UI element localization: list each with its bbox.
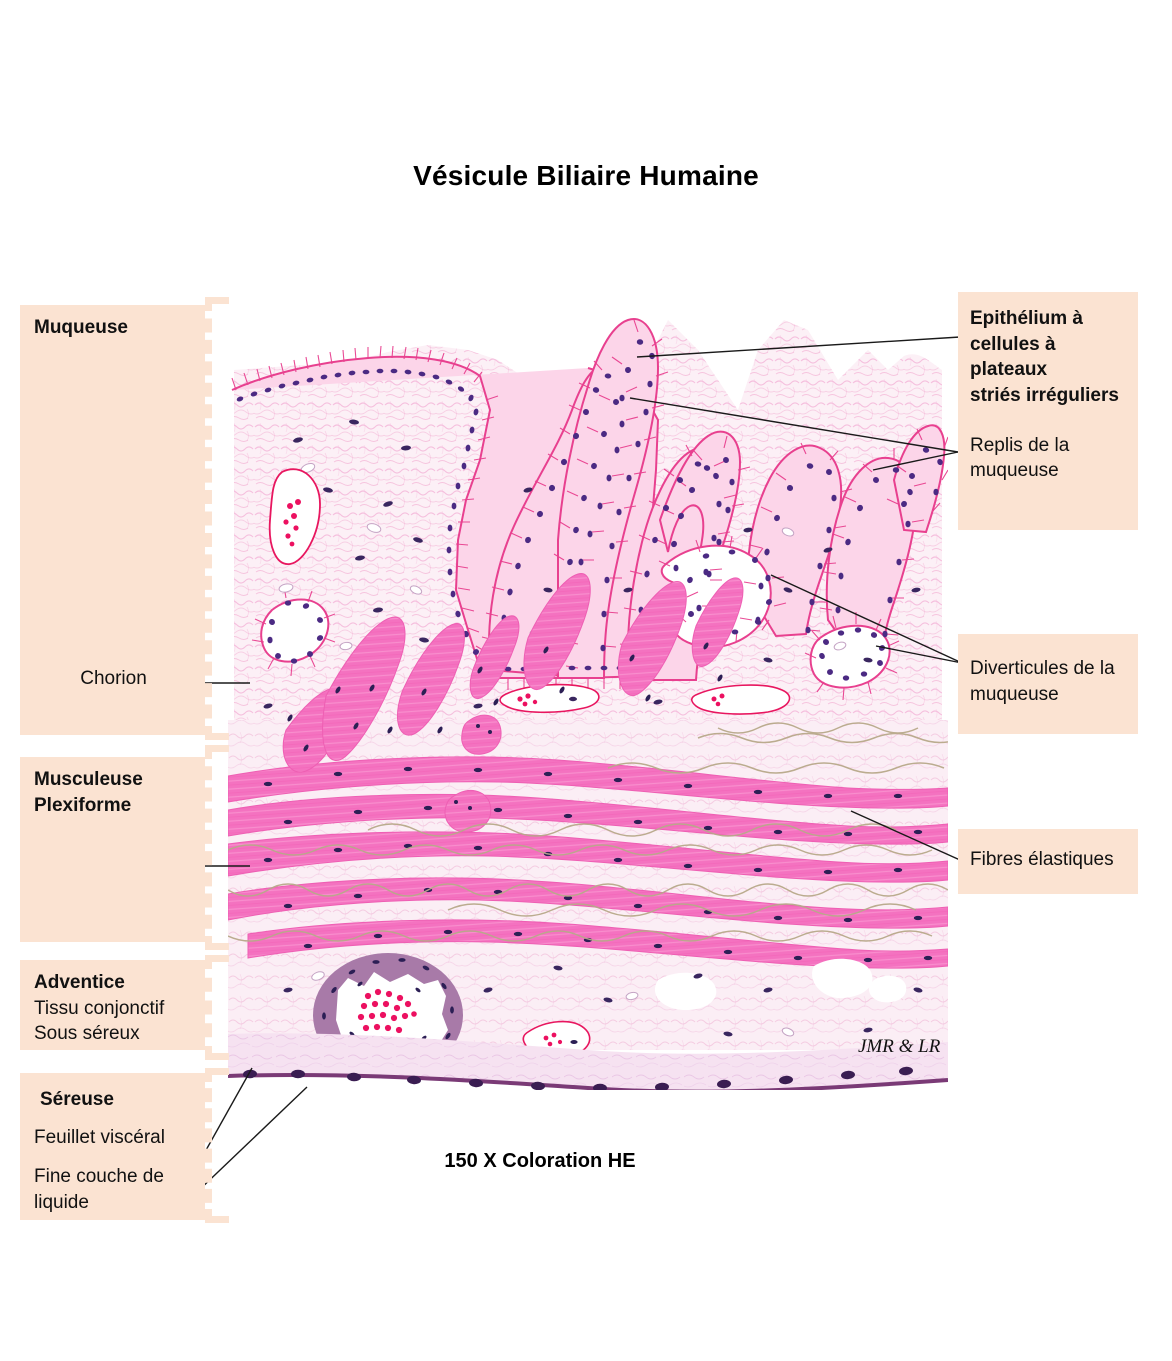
chorion-vessel-elongated	[499, 683, 600, 714]
bracket-muqueuse	[205, 297, 229, 740]
label-sereuse-sub1: Feuillet viscéral	[34, 1126, 165, 1148]
label-fibres-elastiques-line1: Fibres élastiques	[970, 849, 1114, 870]
label-adventice-sub2: Sous séreux	[34, 1023, 140, 1045]
author-signature: JMR & LR	[858, 1036, 941, 1057]
serosa-layer	[228, 1033, 948, 1090]
label-adventice-sub1: Tissu conjonctif	[34, 997, 165, 1019]
muscle-bundles-oblique	[282, 573, 744, 833]
label-muqueuse-heading: Muqueuse	[34, 317, 128, 338]
label-diverticules-line2: muqueuse	[970, 683, 1059, 705]
adipose-spaces	[654, 958, 907, 1010]
label-musculeuse-plexiforme[interactable]: Musculeuse Plexiforme	[20, 757, 205, 942]
histology-figure	[228, 290, 948, 1090]
label-replis-line2: muqueuse	[970, 460, 1059, 482]
leader-diverticules-1	[770, 574, 963, 664]
red-blood-cells	[357, 988, 417, 1053]
muscle-bundles-horizontal	[228, 756, 948, 969]
label-diverticules[interactable]: Diverticules de la muqueuse	[958, 634, 1138, 734]
bracket-adventice	[205, 955, 229, 1060]
label-epithelium-line2: cellules à plateaux	[970, 333, 1056, 381]
figure-caption: 150 X Coloration HE	[444, 1150, 636, 1172]
label-fibres-elastiques[interactable]: Fibres élastiques	[958, 829, 1138, 894]
bracket-musculeuse	[205, 745, 229, 950]
label-diverticules-line1: Diverticules de la	[970, 658, 1115, 679]
leader-fibres-elastiques	[850, 810, 961, 861]
label-musculeuse-line1: Musculeuse	[34, 769, 143, 790]
label-chorion: Chorion	[80, 667, 147, 689]
label-epithelium-line3: striés irréguliers	[970, 384, 1119, 406]
leader-replis-1	[629, 397, 959, 453]
label-adventice-heading: Adventice	[34, 972, 125, 993]
leader-sereuse-liquide	[195, 1086, 308, 1194]
chorion-vessel-rbc	[268, 468, 321, 565]
page-title: Vésicule Biliaire Humaine	[413, 160, 759, 191]
elastic-fibres	[228, 722, 948, 942]
label-muqueuse[interactable]: Muqueuse Chorion	[20, 305, 205, 735]
leader-replis-2	[872, 451, 959, 471]
label-epithelium-line1: Epithélium à	[970, 308, 1083, 329]
label-musculeuse-line2: Plexiforme	[34, 794, 132, 816]
chorion-venule-right	[690, 684, 791, 715]
histology-svg	[228, 318, 948, 1090]
label-adventice[interactable]: Adventice Tissu conjonctif Sous séreux	[20, 960, 205, 1050]
leader-epithelium	[636, 336, 961, 358]
label-sereuse-heading: Séreuse	[40, 1089, 114, 1110]
label-sereuse-sub2: Fine couche de liquide	[34, 1166, 164, 1213]
mesothelial-nuclei	[243, 1066, 913, 1090]
label-epithelium[interactable]: Epithélium à cellules à plateaux striés …	[958, 292, 1138, 530]
label-sereuse[interactable]: Séreuse Feuillet viscéral Fine couche de…	[20, 1073, 205, 1220]
muscle-nuclei	[263, 642, 933, 963]
label-replis-line1: Replis de la	[970, 434, 1070, 456]
leader-diverticules-2	[875, 645, 963, 664]
bracket-sereuse	[205, 1068, 229, 1223]
